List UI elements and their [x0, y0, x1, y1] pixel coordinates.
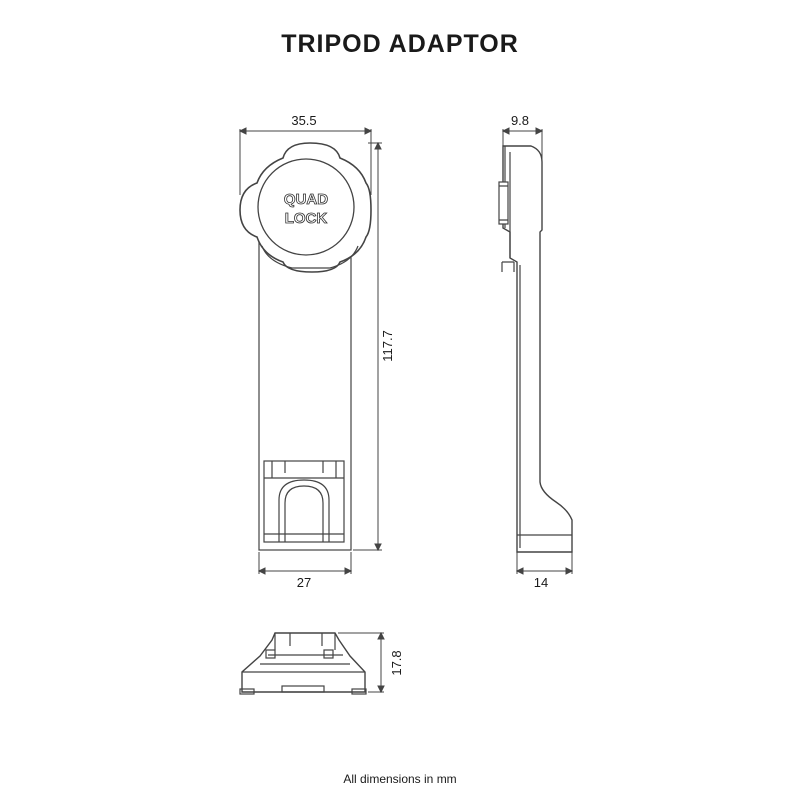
side-clip [498, 181, 509, 225]
front-head-inner-circle [257, 158, 355, 256]
front-view: QUAD LOCK [238, 127, 382, 575]
label-front-height: 117.7 [380, 330, 395, 362]
dim-side-depth-bottom [515, 552, 574, 575]
dim-front-width-top [238, 127, 373, 195]
quad-lock-logo: QUAD LOCK [284, 191, 329, 228]
dim-front-width-bottom [257, 552, 353, 575]
bottom-view [239, 631, 385, 695]
label-side-depth-top: 9.8 [511, 113, 529, 128]
side-view [498, 127, 574, 575]
label-front-width-top: 35.5 [291, 113, 316, 128]
front-tripod-socket [263, 460, 345, 543]
side-tab [501, 261, 515, 272]
drawing-title: TRIPOD ADAPTOR [281, 30, 519, 58]
bottom-tab-right [323, 649, 334, 659]
dim-bottom-height [338, 631, 385, 694]
bottom-foot-right [351, 688, 367, 695]
label-bottom-height: 17.8 [389, 650, 404, 675]
bottom-profile-outline [241, 632, 366, 693]
dim-side-depth-top [501, 127, 544, 160]
bottom-tab-left [265, 649, 276, 659]
side-profile-outline [502, 145, 573, 553]
label-front-width-bottom: 27 [297, 575, 311, 590]
front-head-lower-rim [261, 245, 359, 269]
logo-line1: QUAD [284, 191, 328, 208]
front-head-outline [239, 142, 372, 273]
label-side-depth-bottom: 14 [534, 575, 548, 590]
units-note: All dimensions in mm [343, 772, 457, 786]
logo-line2: LOCK [285, 210, 328, 227]
bottom-foot-left [239, 688, 255, 695]
bottom-slot [281, 685, 325, 693]
dim-front-height [353, 141, 382, 552]
